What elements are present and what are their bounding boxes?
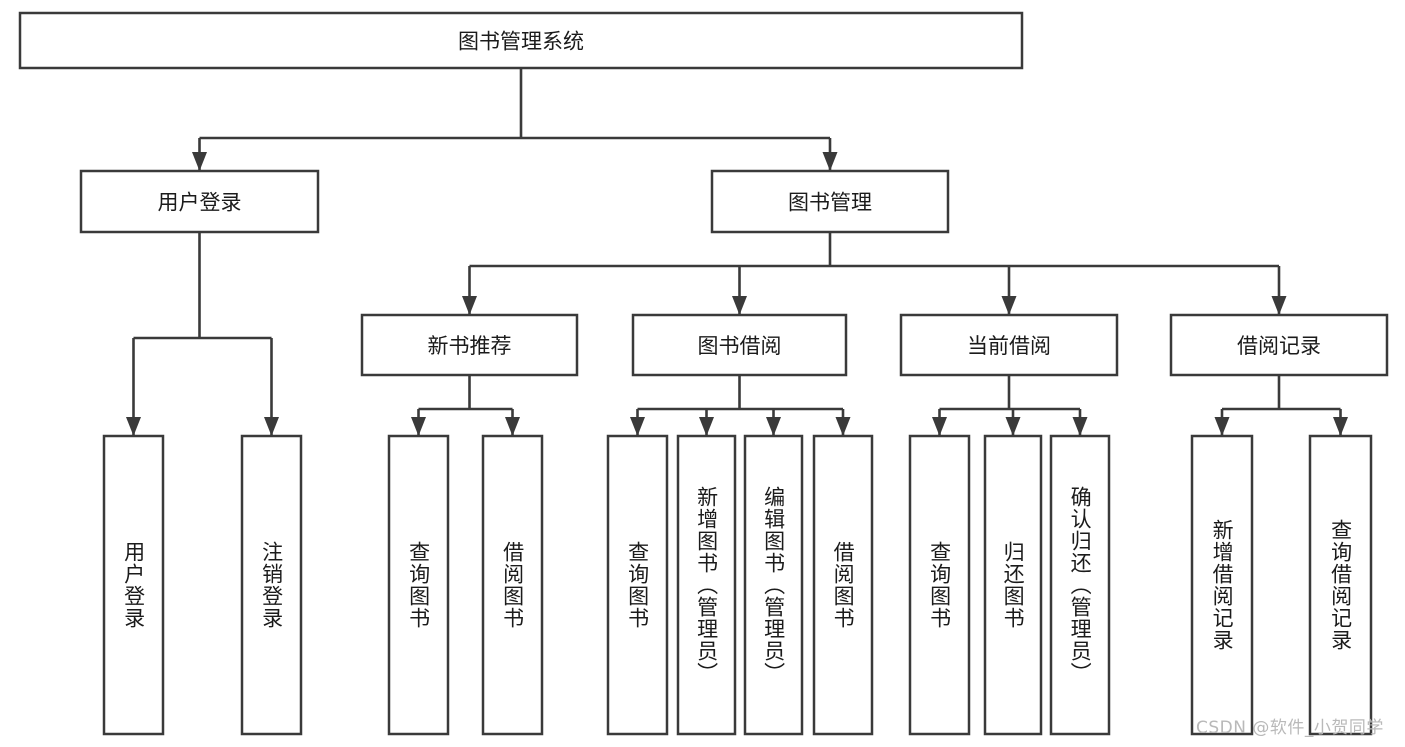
node-box-n_records[interactable] <box>1169 313 1389 377</box>
node-box-l_borrow_book_1[interactable] <box>481 434 544 736</box>
arrow-head-n_user_login-0 <box>126 417 141 436</box>
arrow-head-n_new_books-1 <box>505 417 520 436</box>
arrow-head-root-0 <box>192 152 207 171</box>
node-box-root[interactable] <box>18 11 1024 70</box>
arrow-head-n_borrow-2 <box>766 417 781 436</box>
arrow-head-n_current-0 <box>932 417 947 436</box>
node-box-l_add_record[interactable] <box>1190 434 1254 736</box>
node-label-n_user_login: 用户登录 <box>158 191 242 215</box>
arrow-head-n_current-2 <box>1072 417 1088 436</box>
node-box-n_new_books[interactable] <box>360 313 579 377</box>
node-label-n_borrow: 图书借阅 <box>698 334 782 358</box>
node-box-l_return_book[interactable] <box>983 434 1043 736</box>
node-label-n_book_manage: 图书管理 <box>788 191 872 215</box>
node-box-l_add_book[interactable] <box>676 434 737 736</box>
arrow-head-n_user_login-1 <box>264 417 279 436</box>
edges-layer <box>126 68 1348 436</box>
arrow-head-n_book_manage-2 <box>1001 296 1017 315</box>
boxes-layer <box>18 11 1389 736</box>
arrow-head-n_borrow-3 <box>835 417 851 436</box>
arrow-head-n_book_manage-1 <box>732 296 747 315</box>
node-box-n_current[interactable] <box>899 313 1119 377</box>
node-box-l_user_login[interactable] <box>102 434 165 736</box>
node-box-l_confirm_return[interactable] <box>1049 434 1111 736</box>
node-label-root: 图书管理系统 <box>458 30 584 54</box>
node-box-n_borrow[interactable] <box>631 313 848 377</box>
arrow-head-n_borrow-0 <box>630 417 645 436</box>
arrow-head-n_borrow-1 <box>699 417 714 436</box>
arrow-head-n_current-1 <box>1005 417 1021 436</box>
node-box-l_query_book_2[interactable] <box>606 434 669 736</box>
arrow-head-root-1 <box>822 152 838 171</box>
arrow-head-n_book_manage-0 <box>462 296 477 315</box>
node-label-n_current: 当前借阅 <box>967 334 1051 358</box>
node-box-l_query_book_1[interactable] <box>387 434 450 736</box>
arrow-head-n_records-1 <box>1333 417 1348 436</box>
node-box-l_query_record[interactable] <box>1308 434 1373 736</box>
node-box-l_query_book_3[interactable] <box>908 434 971 736</box>
node-label-n_new_books: 新书推荐 <box>428 334 512 358</box>
node-box-n_user_login[interactable] <box>79 169 320 234</box>
node-box-l_user_logout[interactable] <box>240 434 303 736</box>
node-box-l_borrow_book_2[interactable] <box>812 434 874 736</box>
csdn-watermark: CSDN @软件_小贺同学 <box>1196 718 1384 738</box>
arrow-head-n_book_manage-3 <box>1271 296 1287 315</box>
arrow-head-n_records-0 <box>1214 417 1230 436</box>
node-label-n_records: 借阅记录 <box>1237 334 1321 358</box>
arrow-head-n_new_books-0 <box>411 417 426 436</box>
node-box-l_edit_book[interactable] <box>743 434 804 736</box>
node-box-n_book_manage[interactable] <box>710 169 950 234</box>
